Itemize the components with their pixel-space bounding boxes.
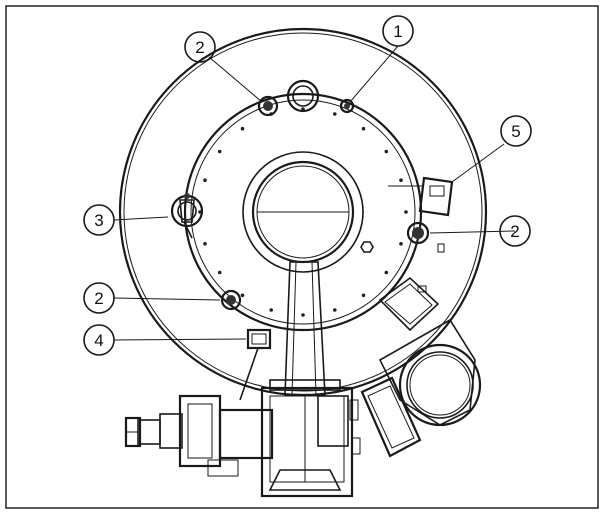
callout-2-left: 2 bbox=[83, 282, 115, 314]
callout-3: 3 bbox=[83, 204, 115, 236]
svg-text:1: 1 bbox=[393, 22, 402, 41]
bolt-hole bbox=[361, 126, 366, 131]
control-box bbox=[388, 176, 454, 217]
bolt-hole bbox=[333, 308, 337, 312]
top-ports bbox=[257, 79, 355, 117]
bolt-hole bbox=[399, 242, 403, 246]
burner-assembly bbox=[260, 379, 359, 498]
bolt-hole bbox=[240, 293, 245, 298]
gas-train bbox=[124, 394, 274, 477]
bolt-hole bbox=[301, 313, 305, 317]
callout-2-top: 2 bbox=[184, 31, 216, 63]
bolt-hole bbox=[404, 210, 408, 214]
callout-2-right: 2 bbox=[499, 215, 531, 247]
svg-text:2: 2 bbox=[94, 289, 103, 308]
svg-text:5: 5 bbox=[511, 122, 520, 141]
bolt-hole bbox=[361, 293, 366, 298]
drawing-frame bbox=[5, 5, 599, 509]
bolt-hole bbox=[217, 270, 222, 275]
port-right bbox=[406, 221, 445, 253]
bolt-hole bbox=[269, 308, 274, 312]
bolt-hole bbox=[217, 149, 222, 154]
bolt-hole bbox=[203, 242, 207, 246]
port-lower-left bbox=[220, 289, 242, 311]
bolt-hole bbox=[384, 149, 389, 154]
bolt-hole bbox=[240, 126, 245, 131]
hex-nut bbox=[360, 241, 374, 253]
bolt-hole bbox=[399, 178, 403, 182]
callout-5: 5 bbox=[500, 115, 532, 147]
callout-4: 4 bbox=[83, 324, 115, 356]
svg-text:2: 2 bbox=[510, 222, 519, 241]
burner-tube bbox=[284, 261, 326, 396]
connector-plug bbox=[239, 328, 272, 401]
leader-lines bbox=[113, 45, 516, 341]
blower-housing bbox=[378, 318, 482, 427]
access-panel bbox=[378, 276, 440, 332]
svg-text:4: 4 bbox=[94, 331, 103, 350]
left-valve bbox=[170, 193, 204, 239]
svg-text:2: 2 bbox=[195, 38, 204, 57]
bolt-hole bbox=[384, 270, 389, 275]
callout-1: 1 bbox=[382, 15, 414, 47]
svg-text:3: 3 bbox=[94, 211, 103, 230]
bolt-hole bbox=[203, 178, 207, 182]
bolt-hole bbox=[333, 112, 337, 116]
fan-unit bbox=[351, 376, 422, 458]
